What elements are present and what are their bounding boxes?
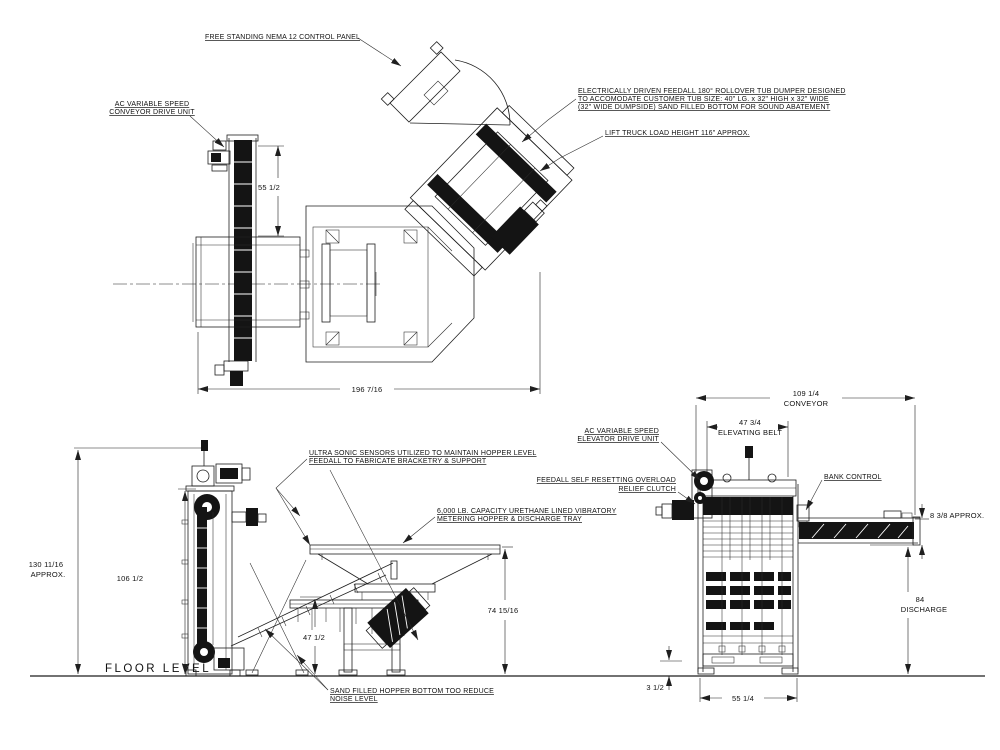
lift-truck-label: LIFT TRUCK LOAD HEIGHT 116" APPROX. (605, 130, 750, 137)
dim-top-height: 55 1/2 (258, 183, 280, 192)
dim-base-height: 3 1/2 (646, 683, 664, 692)
dim-tray-height: 47 1/2 (303, 633, 325, 642)
dim-3-1-2: 3 1/2 (646, 646, 682, 692)
front-elevation: 109 1/4 CONVEYOR 47 3/4 ELEVATING BELT (646, 389, 984, 703)
dim-55-1-4: 55 1/4 (699, 678, 798, 703)
dim-84: 84 DISCHARGE (870, 544, 947, 674)
dim-47-1-2: 47 1/2 (300, 596, 325, 674)
ultrasonic-label-1: ULTRA SONIC SENSORS UTILIZED TO MAINTAIN… (309, 450, 537, 457)
belt-cleats (706, 572, 791, 630)
plan-view: 55 1/2 196 7/16 (113, 41, 575, 394)
control-panel-plan (380, 41, 511, 126)
vibrator-motor (365, 587, 431, 649)
conveyor-drive-label-2: CONVEYOR DRIVE UNIT (109, 109, 195, 116)
hopper-label-1: 6,000 LB. CAPACITY URETHANE LINED VIBRAT… (437, 508, 617, 515)
dim-frame-width: 55 1/4 (732, 694, 754, 703)
dim-belt-width: 47 3/4 (739, 418, 761, 427)
sand-label-2: NOISE LEVEL (330, 696, 378, 703)
callout-labels: FREE STANDING NEMA 12 CONTROL PANEL AC V… (109, 34, 881, 703)
dim-hopper-height: 74 15/16 (488, 606, 519, 615)
elevating-belt-front (703, 497, 793, 515)
dim-lip-height: 8 3/8 APPROX. (930, 511, 984, 520)
floor-level-label: FLOOR LEVEL (105, 663, 211, 675)
dim-discharge: 84 (916, 595, 925, 604)
ultrasonic-label-2: FEEDALL TO FABRICATE BRACKETRY & SUPPORT (309, 458, 487, 465)
dim-196-7-16: 196 7/16 (197, 272, 541, 394)
dim-conveyor-width: 109 1/4 (793, 389, 819, 398)
dim-elevator-height: 106 1/2 (117, 574, 143, 583)
elevator-drive-label-2: ELEVATOR DRIVE UNIT (577, 436, 659, 443)
dim-discharge-sub: DISCHARGE (901, 605, 947, 614)
dim-overall-height: 130 11/16 (29, 560, 64, 569)
vibratory-hopper-side (289, 544, 501, 676)
tub-dumper-label-2: TO ACCOMODATE CUSTOMER TUB SIZE: 40" LG.… (578, 96, 829, 103)
tub-dumper-label-1: ELECTRICALLY DRIVEN FEEDALL 180° ROLLOVE… (578, 87, 846, 95)
elevator-side (181, 440, 267, 677)
dim-top-width: 196 7/16 (352, 385, 383, 394)
side-elevation: FLOOR LEVEL 130 11/16 APPROX. 106 1/2 (29, 440, 985, 677)
overload-clutch-side (246, 508, 258, 526)
conveyor-drive-label-1: AC VARIABLE SPEED (115, 101, 189, 108)
clutch-label-2: RELIEF CLUTCH (619, 486, 676, 493)
dim-47-3-4: 47 3/4 ELEVATING BELT (706, 418, 789, 477)
discharge-conveyor (798, 510, 921, 546)
elevator-drive-label-1: AC VARIABLE SPEED (585, 428, 659, 435)
dim-55-1-2: 55 1/2 (258, 145, 284, 237)
tub-dumper-label-3: (32" WIDE DUMPSIDE) SAND FILLED BOTTOM F… (578, 104, 831, 111)
sand-label-1: SAND FILLED HOPPER BOTTOM TOO REDUCE (330, 688, 494, 695)
dumper-motor (490, 206, 539, 255)
dim-conveyor-width-sub: CONVEYOR (784, 399, 829, 408)
control-panel-label: FREE STANDING NEMA 12 CONTROL PANEL (205, 34, 360, 41)
conveyor-drive-plan (207, 140, 231, 172)
dim-74-15-16: 74 15/16 (488, 546, 519, 674)
conveyor-belt-plan (234, 140, 252, 361)
bank-control-label: BANK CONTROL (824, 474, 882, 481)
dim-109-1-4: 109 1/4 CONVEYOR (695, 389, 916, 515)
hopper-corner-pads (325, 229, 418, 346)
tub-dumper-plan (404, 104, 575, 277)
clutch-label-1: FEEDALL SELF RESETTING OVERLOAD (537, 477, 676, 484)
elevator-front (655, 446, 810, 675)
dump-hopper-plan (305, 205, 475, 363)
elevator-belt-side (197, 507, 207, 650)
dim-belt-width-sub: ELEVATING BELT (718, 428, 782, 437)
hopper-label-2: METERING HOPPER & DISCHARGE TRAY (437, 516, 582, 523)
dim-8-3-8: 8 3/8 APPROX. (915, 504, 984, 559)
dim-overall-height-approx: APPROX. (31, 570, 66, 579)
